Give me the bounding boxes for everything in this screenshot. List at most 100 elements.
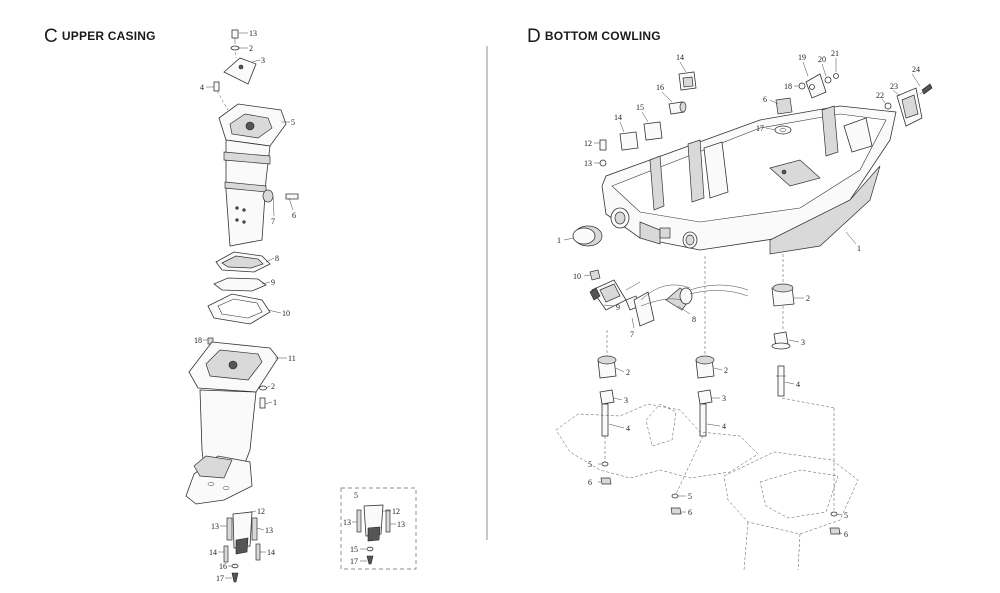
bolt-part [259,397,266,409]
callout-label: 11 [288,354,296,363]
bolt-part [231,29,239,39]
callout-label: 14 [267,548,275,557]
rubber-strip-part [255,543,261,561]
callout-label: 14 [614,113,622,122]
callout-label: 10 [573,272,581,281]
callout-label: 3 [722,394,726,403]
callout-label: 18 [784,82,792,91]
callout-label: 20 [818,55,826,64]
callout-label: 1 [273,398,277,407]
inset-section-number: 5 [354,491,358,500]
rubber-block-part [619,131,639,151]
seal-part [213,277,267,292]
callout-label: 4 [722,422,726,431]
section-d-name: BOTTOM COWLING [544,29,661,43]
washer-part [884,102,892,110]
callout-label: 3 [261,56,265,65]
screw-part [213,81,220,92]
callout-label: 2 [271,382,275,391]
inset-clip-kit: 5 12 13 13 15 17 [340,487,417,570]
callout-label: 6 [763,95,767,104]
callout-label: 2 [249,44,253,53]
washer-part [366,546,374,552]
rubber-strip-part [223,545,229,563]
bushing-part [262,189,274,203]
callout-label: 23 [890,82,898,91]
callout-label: 16 [219,562,227,571]
callout-label: 13 [397,520,405,529]
callout-label: 18 [194,336,202,345]
callout-label: 15 [350,545,358,554]
collar-part [599,389,615,405]
screw-part [366,555,374,565]
bottom-cowling-leaders [563,58,921,535]
callout-label: 14 [209,548,217,557]
callout-label: 16 [656,83,664,92]
callout-label: 5 [588,460,592,469]
rubber-strip-part [356,509,362,533]
callout-label: 1 [857,244,861,253]
callout-label: 10 [282,309,290,318]
stud-bolt-part [777,365,785,397]
stud-bolt-part [601,403,609,437]
upper-casing-leaders [203,32,294,579]
callout-label: 13 [249,29,257,38]
callout-label: 19 [798,53,806,62]
nut-part [670,507,682,515]
callout-label: 14 [676,53,684,62]
callout-label: 5 [688,492,692,501]
callout-label: 6 [688,508,692,517]
callout-label: 2 [626,368,630,377]
callout-label: 5 [291,118,295,127]
latch-hook-part [805,73,827,99]
bolt-part [599,139,607,151]
callout-label: 17 [756,124,764,133]
screw-part [231,572,239,583]
callout-label: 24 [912,65,920,74]
washer-part [259,385,267,391]
callout-label: 22 [876,91,884,100]
callout-label: 13 [211,522,219,531]
callout-label: 4 [200,83,204,92]
bracket-part [223,57,257,85]
collar-part [697,389,713,405]
rubber-strip-part [385,509,391,533]
callout-label: 2 [724,366,728,375]
callout-label: 12 [584,139,592,148]
washer-part [599,159,607,167]
nut-part [829,527,841,535]
callout-label: 2 [806,294,810,303]
bolt-part [285,193,299,200]
callout-label: 17 [216,574,224,583]
callout-label: 6 [844,530,848,539]
callout-label: 12 [257,507,265,516]
callout-label: 3 [801,338,805,347]
bottom-cowling-labels: 14 16 15 14 12 13 19 20 21 18 6 17 22 23… [557,49,920,539]
callout-label: 13 [265,526,273,535]
washer-part [231,563,239,569]
nut-part [600,477,612,485]
nut-part [589,269,601,281]
callout-label: 9 [616,303,620,312]
callout-label: 13 [584,159,592,168]
callout-label: 1 [557,236,561,245]
callout-label: 9 [271,278,275,287]
section-c-letter: C [44,26,58,47]
stud-bolt-part [699,403,707,437]
callout-label: 17 [350,557,358,566]
rubber-strip-part [251,517,258,541]
callout-label: 7 [630,330,634,339]
callout-label: 6 [292,211,296,220]
washer-part [671,493,679,499]
upper-casing-labels: 13 2 3 4 5 6 7 8 9 10 18 11 2 1 12 13 13… [194,29,296,583]
callout-label: 12 [392,507,400,516]
section-c-name: UPPER CASING [61,29,156,43]
washer-part [830,511,838,517]
callout-label: 8 [275,254,279,263]
callout-label: 4 [626,424,630,433]
callout-label: 15 [636,103,644,112]
cable-part [633,291,655,327]
